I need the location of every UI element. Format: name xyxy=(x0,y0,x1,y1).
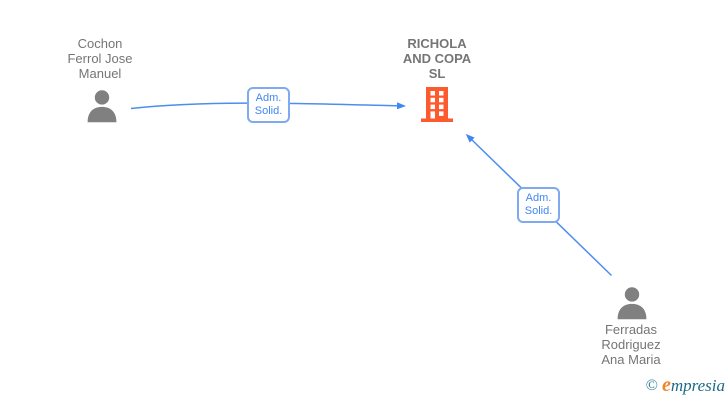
person2-name-line: Ana Maria xyxy=(601,352,661,367)
company-name-line: RICHOLA xyxy=(407,36,467,51)
company-name-line: AND COPA xyxy=(402,51,472,66)
company-name-line: SL xyxy=(428,66,446,81)
edge2-label-line: Solid. xyxy=(524,205,553,217)
company-name-label[interactable]: RICHOLA AND COPA SL xyxy=(367,36,507,81)
copyright-icon: © xyxy=(645,377,658,394)
empresia-logo[interactable]: ©empresia xyxy=(646,374,725,397)
person2-name-line: Ferradas xyxy=(604,322,658,337)
edge2-label-box: Adm. Solid. xyxy=(517,187,560,223)
edge1-label-line: Solid. xyxy=(254,105,283,117)
edge1-label-line: Adm. xyxy=(255,92,282,104)
person-icon[interactable] xyxy=(84,88,120,129)
person1-name-label[interactable]: Cochon Ferrol Jose Manuel xyxy=(30,36,170,81)
person1-name-line: Manuel xyxy=(78,66,122,81)
person2-name-label[interactable]: Ferradas Rodriguez Ana Maria xyxy=(561,322,701,367)
person-icon[interactable] xyxy=(614,285,650,326)
edge1-label-box: Adm. Solid. xyxy=(247,87,290,123)
edge2-label-line: Adm. xyxy=(525,192,552,204)
brand-name: mpresia xyxy=(670,376,725,395)
building-icon[interactable] xyxy=(417,85,457,130)
person2-name-line: Rodriguez xyxy=(601,337,661,352)
person1-name-line: Ferrol Jose xyxy=(67,51,133,66)
brand-initial: e xyxy=(661,374,671,396)
person1-name-line: Cochon xyxy=(77,36,123,51)
